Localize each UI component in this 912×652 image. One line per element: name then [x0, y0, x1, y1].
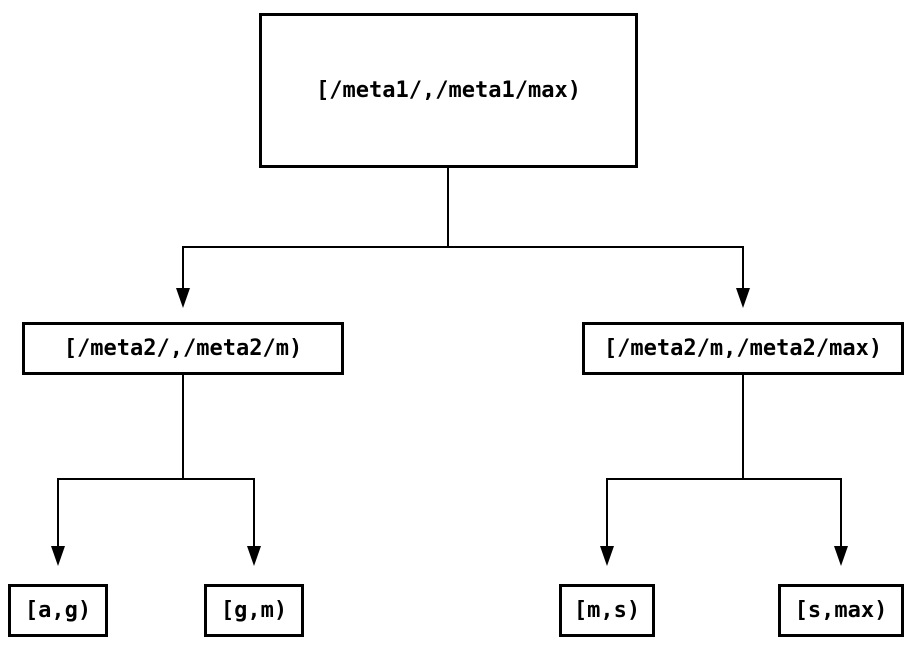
edge-right-child-to-leaf-ms-drop: [606, 478, 608, 546]
arrowhead-down-leaf-gm-icon: [247, 546, 261, 566]
arrowhead-down-left-child-icon: [176, 288, 190, 308]
node-leaf-ag: [a,g): [8, 584, 108, 637]
edge-left-child-stem: [182, 375, 184, 480]
arrowhead-down-leaf-ag-icon: [51, 546, 65, 566]
node-leaf-smax: [s,max): [778, 584, 904, 637]
node-right-child: [/meta2/m,/meta2/max): [582, 322, 904, 375]
arrowhead-down-right-child-icon: [736, 288, 750, 308]
edge-right-child-stem: [742, 375, 744, 480]
edge-right-child-crossbar: [606, 478, 842, 480]
edge-root-crossbar: [182, 246, 744, 248]
edge-left-child-to-leaf-ag-drop: [57, 478, 59, 546]
edge-root-stem: [447, 168, 449, 248]
edge-root-to-right-drop: [742, 246, 744, 288]
arrowhead-down-leaf-ms-icon: [600, 546, 614, 566]
edge-left-child-crossbar: [57, 478, 255, 480]
arrowhead-down-leaf-smax-icon: [834, 546, 848, 566]
node-left-child: [/meta2/,/meta2/m): [22, 322, 344, 375]
edge-root-to-left-drop: [182, 246, 184, 288]
node-leaf-ms: [m,s): [559, 584, 655, 637]
node-root: [/meta1/,/meta1/max): [259, 13, 638, 168]
edge-right-child-to-leaf-smax-drop: [840, 478, 842, 546]
node-leaf-gm: [g,m): [204, 584, 304, 637]
edge-left-child-to-leaf-gm-drop: [253, 478, 255, 546]
